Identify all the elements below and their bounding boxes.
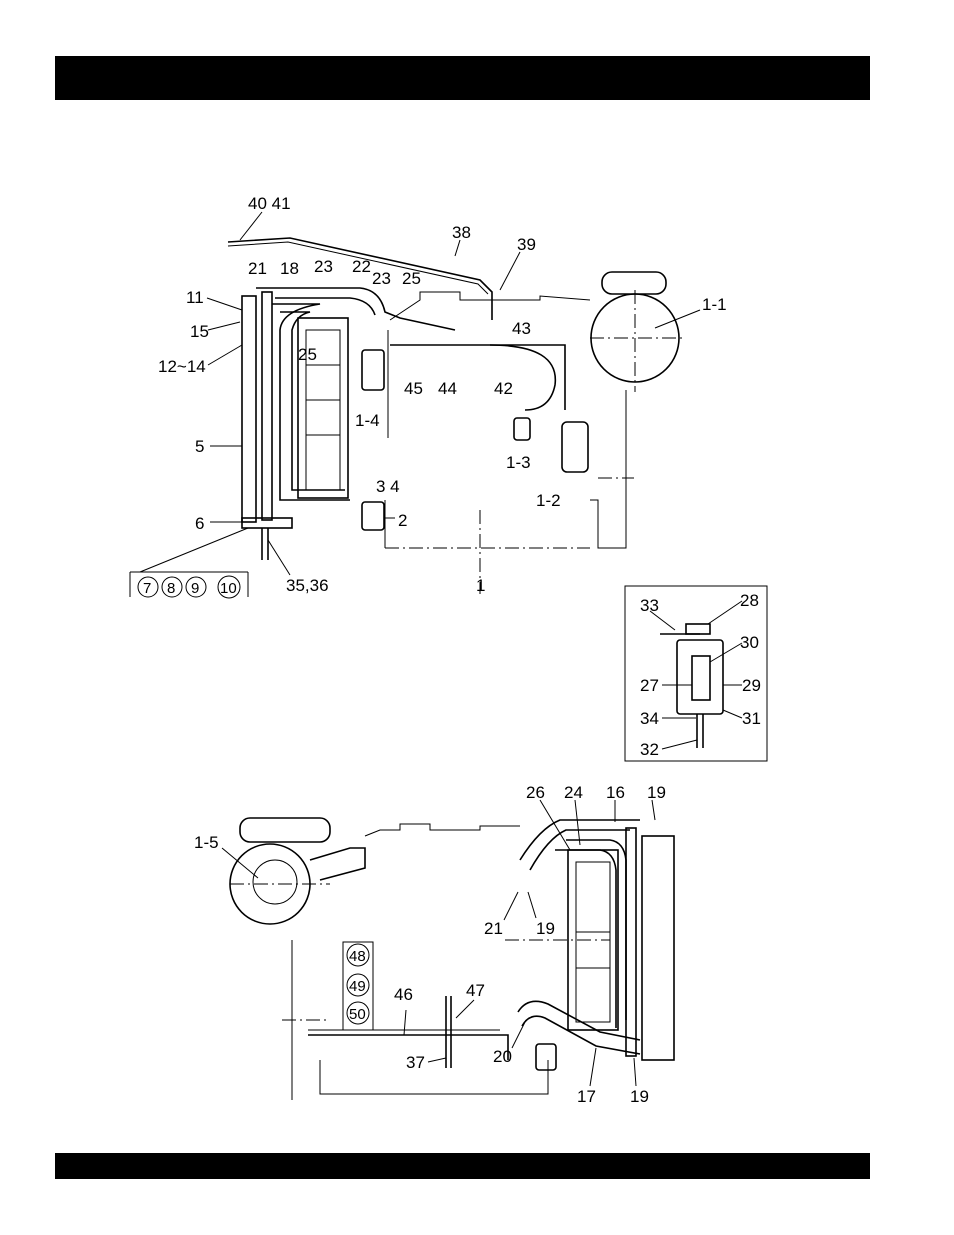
label-27: 27	[640, 676, 659, 695]
label-15: 15	[190, 322, 209, 341]
label-16: 16	[606, 783, 625, 802]
label-2: 2	[398, 511, 407, 530]
label-24: 24	[564, 783, 583, 802]
circled-10: 10	[220, 580, 237, 597]
label-37: 37	[406, 1053, 425, 1072]
label-1-3: 1-3	[506, 453, 531, 472]
circled-numbers-upper: 7 8 9 10	[138, 576, 240, 598]
label-12-14: 12~14	[158, 357, 206, 376]
radiator-side-plate-upper	[242, 296, 256, 522]
label-3-4: 3 4	[376, 477, 400, 496]
label-42: 42	[494, 379, 513, 398]
label-33: 33	[640, 596, 659, 615]
label-6: 6	[195, 514, 204, 533]
air-cleaner-cap-lower	[240, 818, 330, 842]
label-17: 17	[577, 1087, 596, 1106]
label-18: 18	[280, 259, 299, 278]
label-21-lower: 21	[484, 919, 503, 938]
label-25a: 25	[402, 269, 421, 288]
lower-assembly-view	[222, 800, 674, 1100]
label-40-41: 40 41	[248, 194, 291, 213]
label-47: 47	[466, 981, 485, 1000]
label-1-5: 1-5	[194, 833, 219, 852]
label-20: 20	[493, 1047, 512, 1066]
label-1-2: 1-2	[536, 491, 561, 510]
footer-band	[55, 1153, 870, 1179]
label-19c: 19	[630, 1087, 649, 1106]
label-1-1: 1-1	[702, 295, 727, 314]
label-26: 26	[526, 783, 545, 802]
label-19a: 19	[647, 783, 666, 802]
label-28: 28	[740, 591, 759, 610]
label-44: 44	[438, 379, 457, 398]
label-34-inset: 34	[640, 709, 659, 728]
circled-49: 49	[349, 978, 366, 995]
label-21: 21	[248, 259, 267, 278]
radiator-side-plate-lower	[642, 836, 674, 1060]
label-45: 45	[404, 379, 423, 398]
label-30: 30	[740, 633, 759, 652]
label-25b: 25	[298, 345, 317, 364]
label-22: 22	[352, 257, 371, 276]
label-11: 11	[186, 288, 204, 307]
circled-50: 50	[349, 1006, 366, 1023]
label-39: 39	[517, 235, 536, 254]
label-23a: 23	[314, 257, 333, 276]
label-43: 43	[512, 319, 531, 338]
circled-7: 7	[143, 580, 151, 597]
label-29: 29	[742, 676, 761, 695]
label-46: 46	[394, 985, 413, 1004]
label-19b: 19	[536, 919, 555, 938]
circled-9: 9	[191, 580, 199, 597]
label-32: 32	[640, 740, 659, 759]
label-5: 5	[195, 437, 204, 456]
label-35-36: 35,36	[286, 576, 329, 595]
label-23b: 23	[372, 269, 391, 288]
label-38: 38	[452, 223, 471, 242]
label-31: 31	[742, 709, 761, 728]
label-1: 1	[476, 576, 485, 595]
label-1-4: 1-4	[355, 411, 380, 430]
circled-numbers-lower: 48 49 50	[347, 944, 369, 1024]
circled-48: 48	[349, 948, 366, 965]
circled-8: 8	[167, 580, 175, 597]
